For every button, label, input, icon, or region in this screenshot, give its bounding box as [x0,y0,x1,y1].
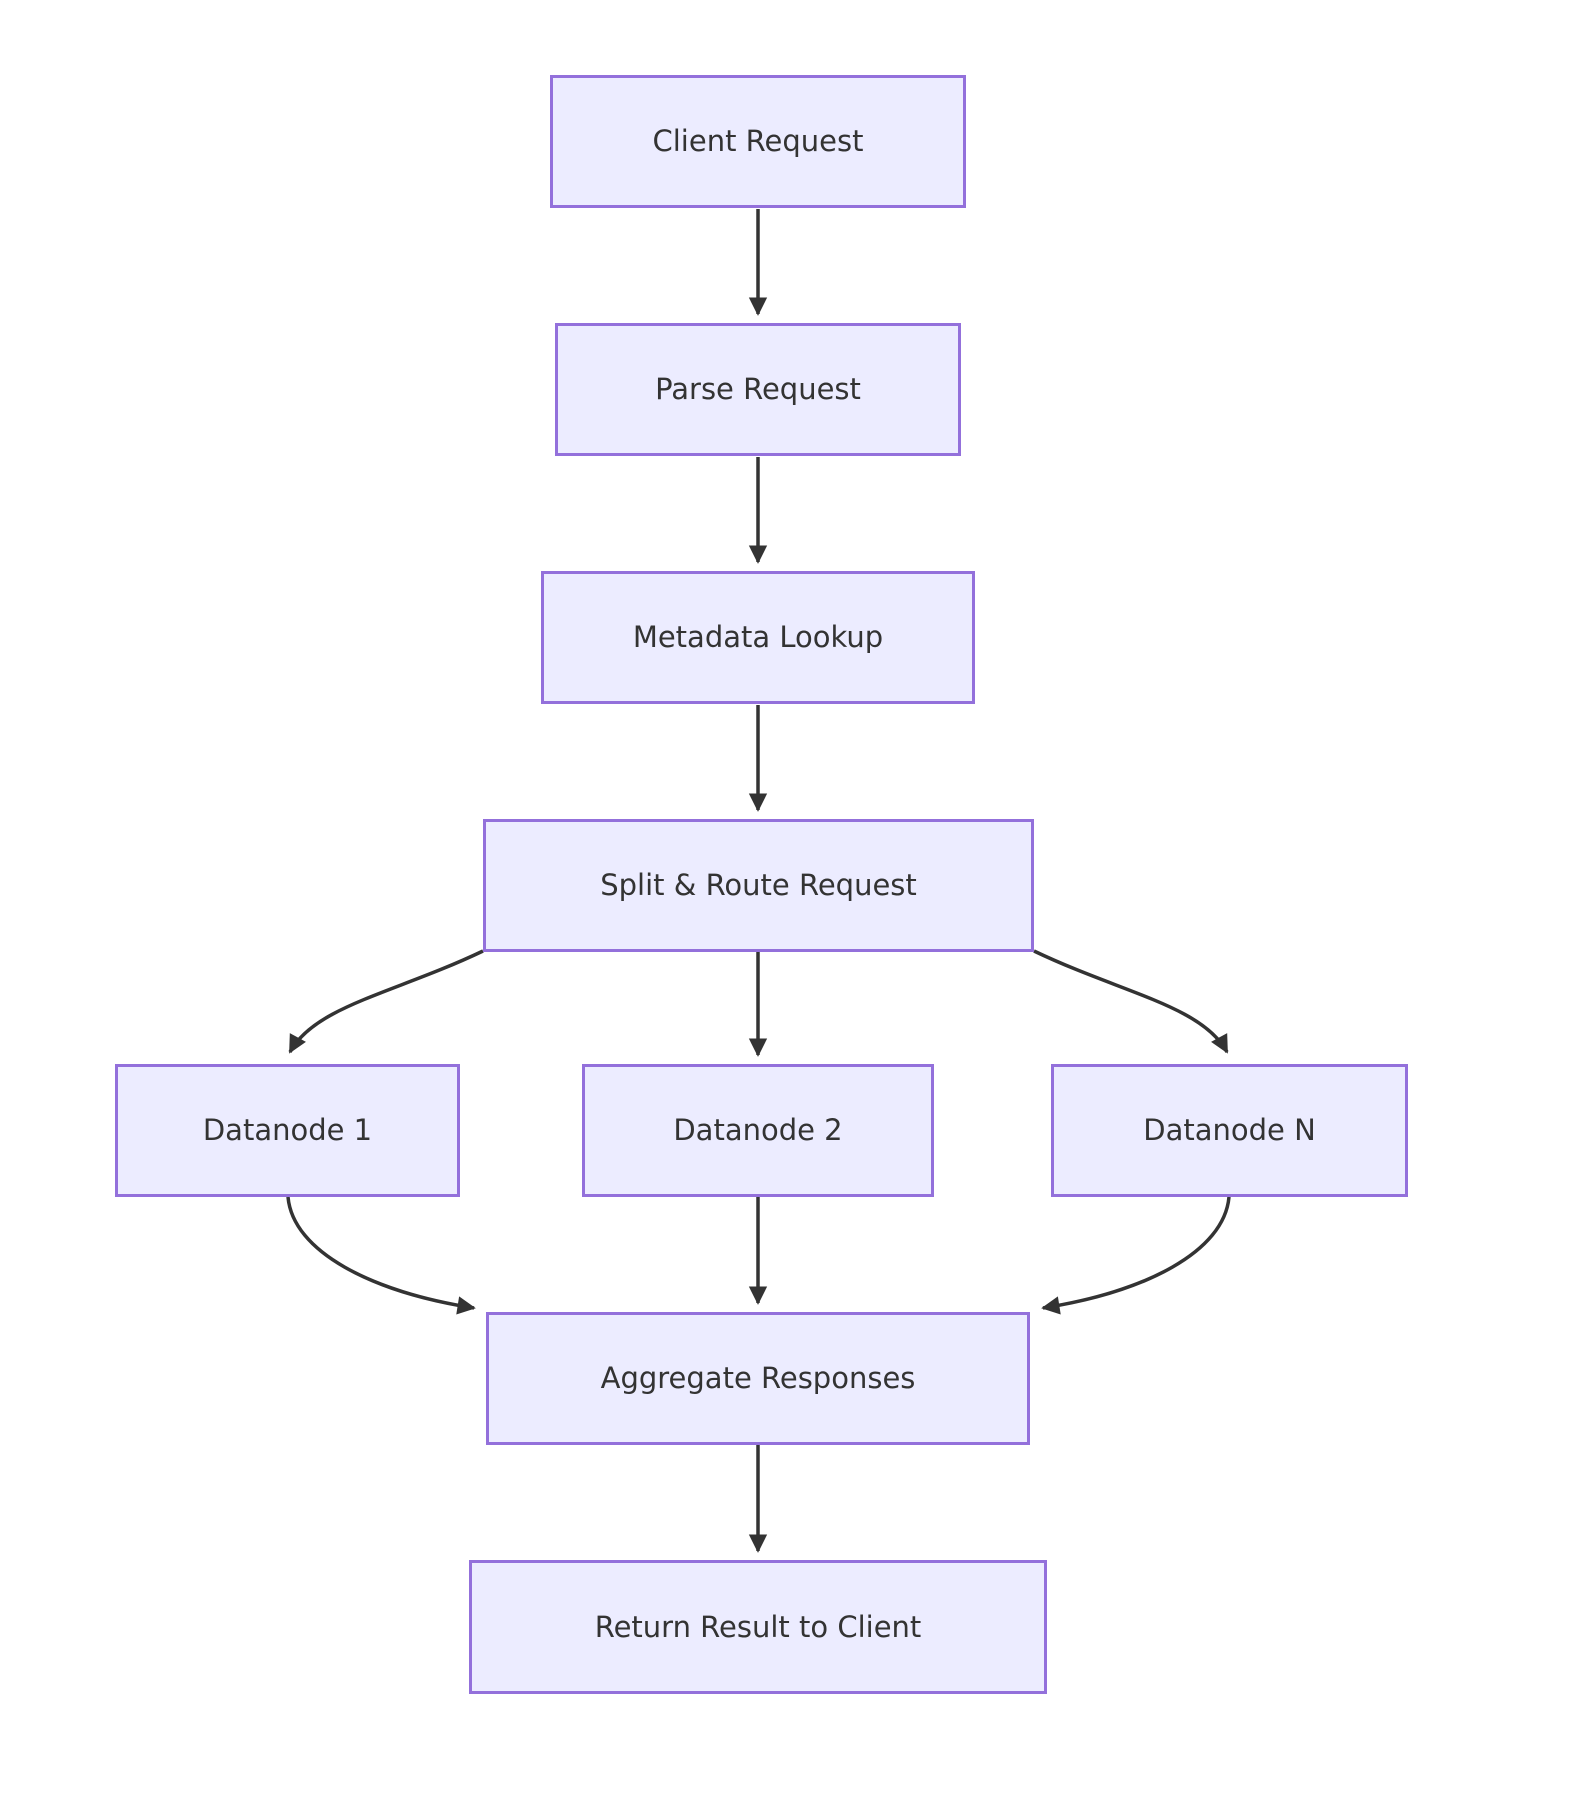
edge-datanodeN-to-aggregate [1041,1196,1231,1315]
node-datanode-n: Datanode N [1051,1064,1408,1197]
node-return-result-to-client-label: Return Result to Client [594,1609,922,1644]
node-metadata-lookup: Metadata Lookup [541,571,975,704]
node-datanode-n-label: Datanode N [1143,1113,1316,1148]
node-return-result-to-client: Return Result to Client [469,1560,1047,1694]
node-datanode-2: Datanode 2 [582,1064,934,1197]
node-aggregate-responses: Aggregate Responses [486,1312,1030,1445]
node-parse-request-label: Parse Request [655,372,861,407]
node-client-request-label: Client Request [652,124,864,159]
node-datanode-1-label: Datanode 1 [202,1113,373,1148]
node-parse-request: Parse Request [555,323,961,456]
node-metadata-lookup-label: Metadata Lookup [632,620,884,655]
edge-datanode1-to-aggregate [286,1196,476,1315]
node-client-request: Client Request [550,75,966,208]
node-split-route-request: Split & Route Request [483,819,1034,952]
edge-split-to-datanodeN [1033,949,1229,1054]
node-datanode-1: Datanode 1 [115,1064,460,1197]
node-datanode-2-label: Datanode 2 [673,1113,843,1148]
node-split-route-request-label: Split & Route Request [600,868,917,903]
node-aggregate-responses-label: Aggregate Responses [600,1361,916,1396]
edge-split-to-datanode1 [288,949,484,1054]
